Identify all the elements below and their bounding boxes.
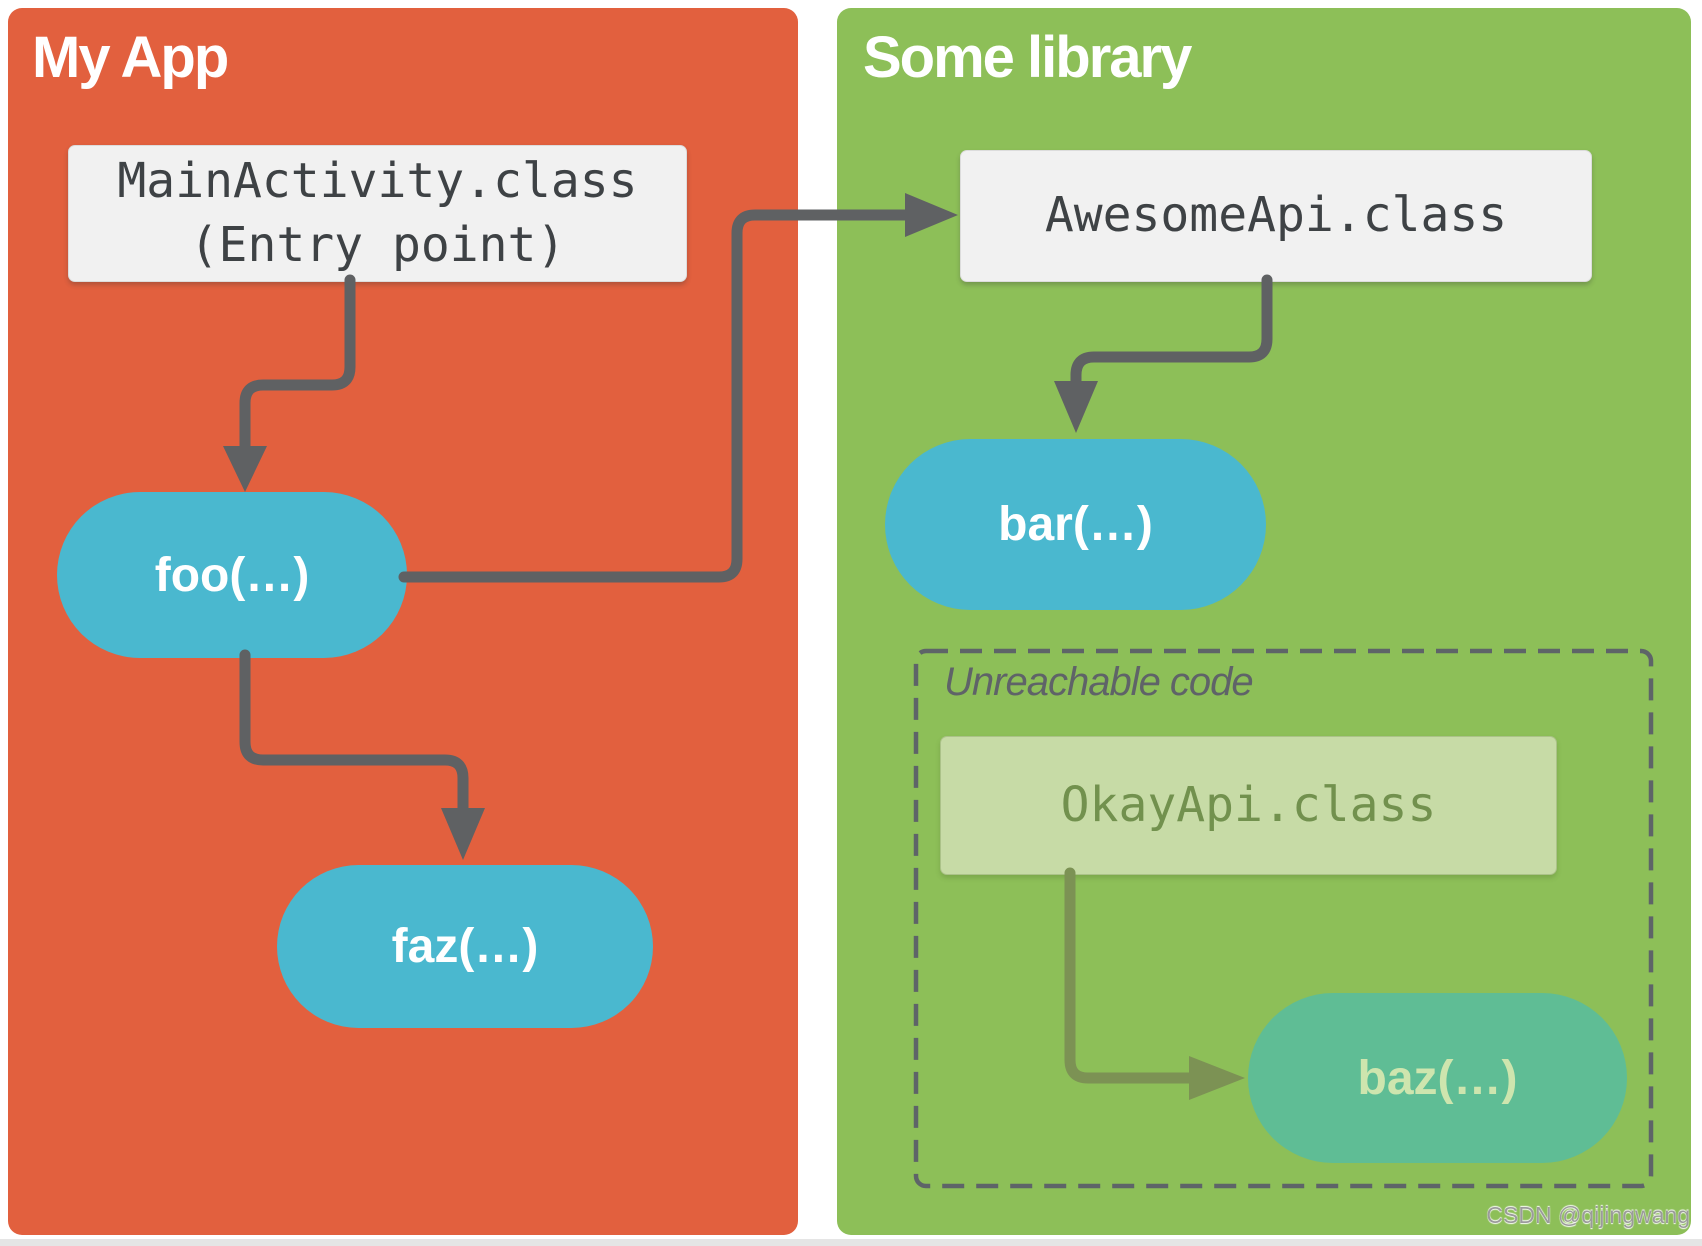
- faz-method-node: faz(…): [277, 865, 653, 1028]
- awesomeapi-class-box: AwesomeApi.class: [960, 150, 1592, 282]
- okayapi-class-label: OkayApi.class: [1060, 776, 1437, 833]
- mainactivity-entry-point-line2: (Entry point): [189, 216, 566, 273]
- faz-method-label: faz(…): [391, 920, 539, 973]
- foo-method-node: foo(…): [57, 492, 407, 658]
- bar-method-node: bar(…): [885, 439, 1266, 610]
- unreachable-code-label: Unreachable code: [944, 660, 1254, 704]
- okayapi-class-box: OkayApi.class: [940, 736, 1557, 875]
- mainactivity-class-line1: MainActivity.class: [117, 153, 638, 210]
- baz-method-label: baz(…): [1357, 1051, 1518, 1105]
- watermark-text: CSDN @qijingwang: [1486, 1202, 1690, 1228]
- awesomeapi-class-label: AwesomeApi.class: [1044, 187, 1508, 244]
- foo-method-label: foo(…): [154, 548, 310, 602]
- some-library-title: Some library: [863, 25, 1192, 90]
- bar-method-label: bar(…): [998, 498, 1153, 551]
- baz-method-node: baz(…): [1248, 993, 1627, 1163]
- mainactivity-class-box: MainActivity.class (Entry point): [68, 145, 687, 282]
- bottom-edge-strip: [0, 1239, 1702, 1246]
- my-app-title: My App: [32, 25, 229, 90]
